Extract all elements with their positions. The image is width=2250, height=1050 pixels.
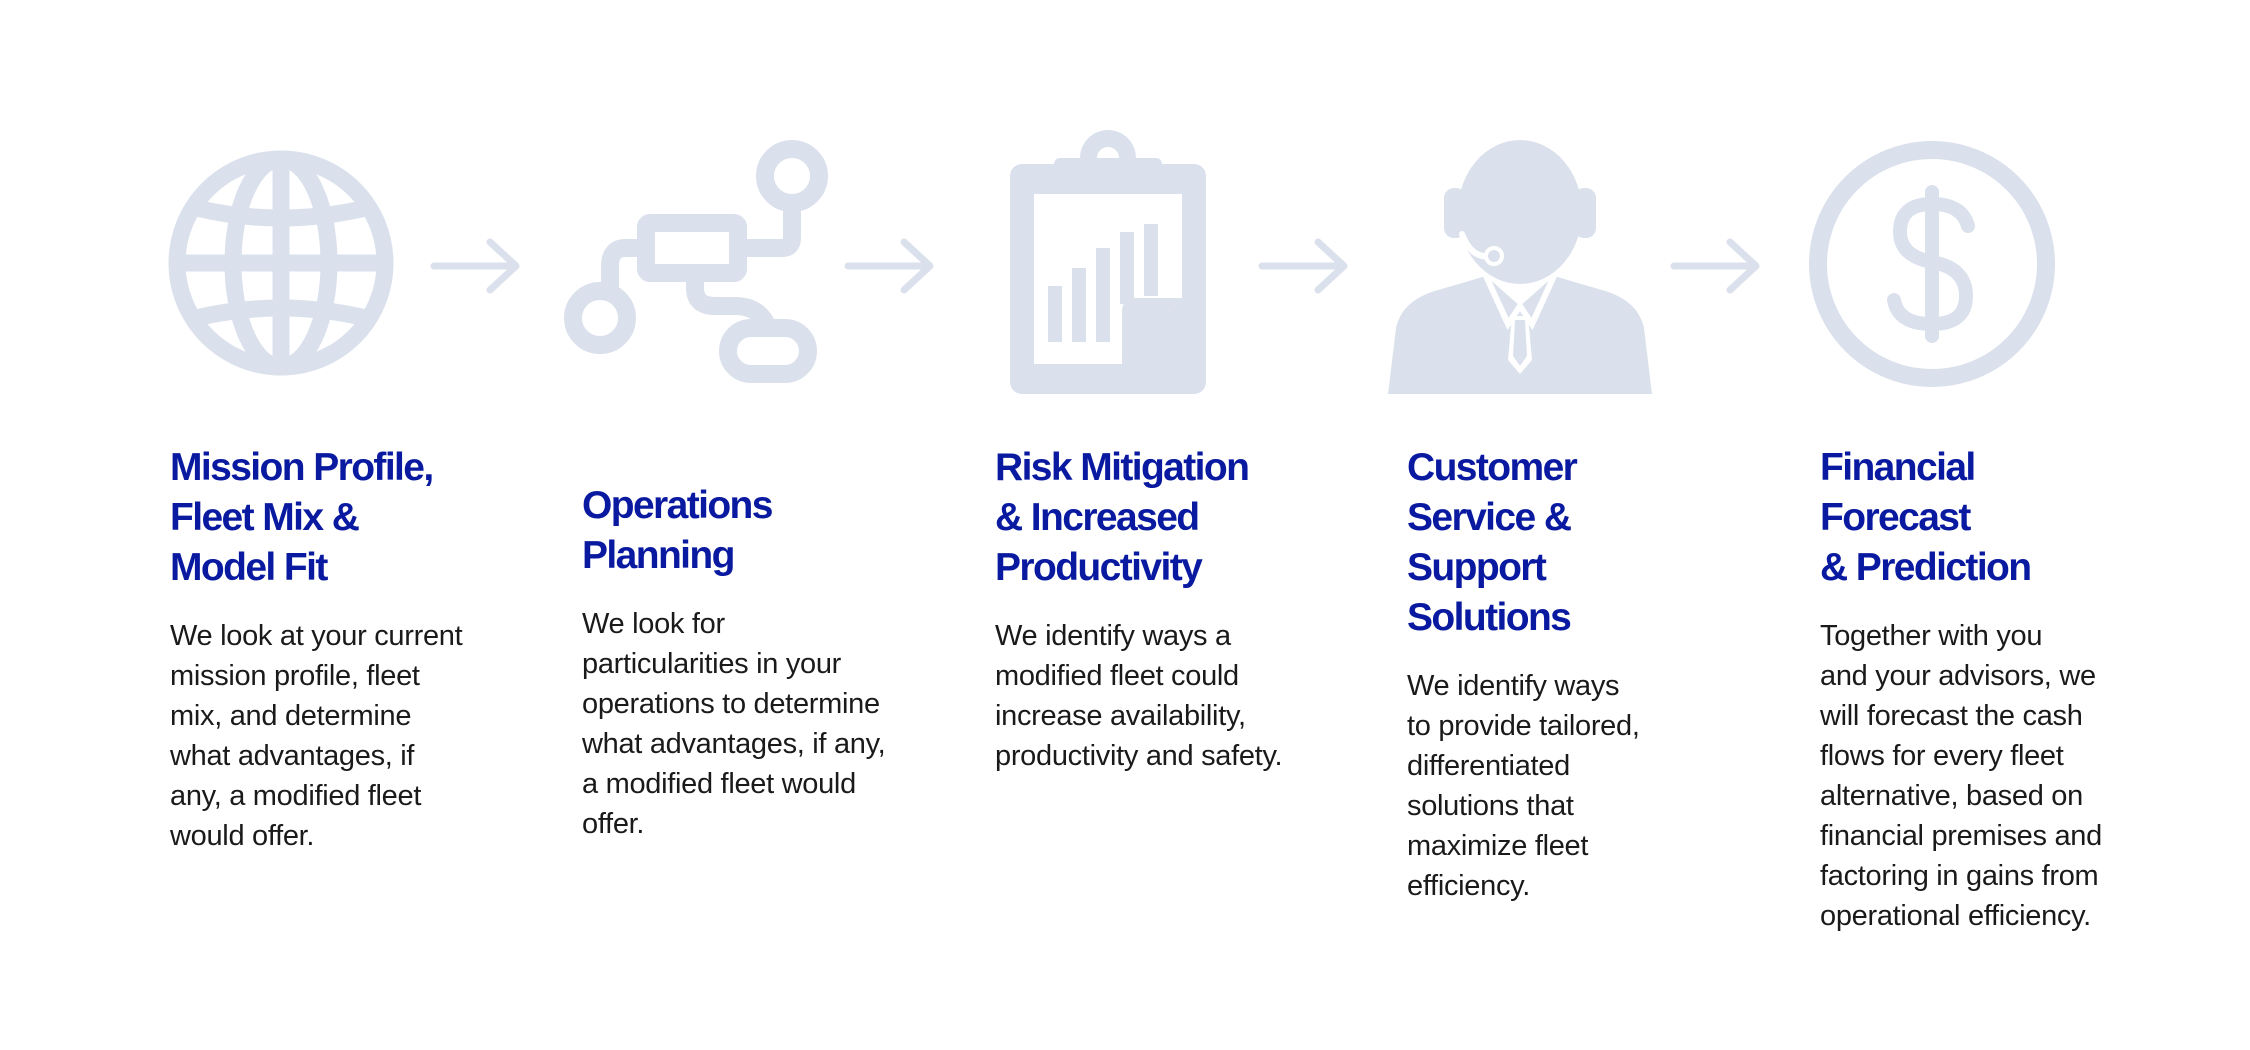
globe-icon	[166, 148, 396, 378]
step-description: We look for particularities in your oper…	[582, 608, 886, 840]
step-risk-mitigation: Risk Mitigation & Increased Productivity…	[995, 443, 1325, 776]
step-operations-planning: Operations Planning We look for particul…	[582, 481, 912, 844]
arrow-right-icon	[1670, 238, 1762, 294]
step-description: Together with you and your advisors, we …	[1820, 620, 2102, 932]
dollar-coin-icon	[1808, 140, 2056, 388]
step-description: We identify ways to provide tailored, di…	[1407, 670, 1640, 902]
arrow-right-icon	[844, 238, 936, 294]
arrow-right-icon	[430, 238, 522, 294]
step-title: Risk Mitigation & Increased Productivity	[995, 446, 1250, 589]
step-financial-forecast: Financial Forecast & Prediction Together…	[1820, 443, 2150, 936]
step-title: Financial Forecast & Prediction	[1820, 446, 2032, 589]
step-mission-profile: Mission Profile, Fleet Mix & Model Fit W…	[170, 443, 500, 856]
step-title: Operations Planning	[582, 484, 773, 577]
support-agent-icon	[1388, 130, 1652, 394]
arrow-right-icon	[1258, 238, 1350, 294]
step-title: Mission Profile, Fleet Mix & Model Fit	[170, 446, 434, 589]
workflow-icon	[560, 138, 830, 388]
clipboard-chart-icon	[1008, 128, 1208, 396]
step-description: We look at your current mission profile,…	[170, 620, 463, 852]
step-title: Customer Service & Support Solutions	[1407, 446, 1578, 639]
step-description: We identify ways a modified fleet could …	[995, 620, 1283, 772]
step-customer-service: Customer Service & Support Solutions We …	[1407, 443, 1737, 906]
